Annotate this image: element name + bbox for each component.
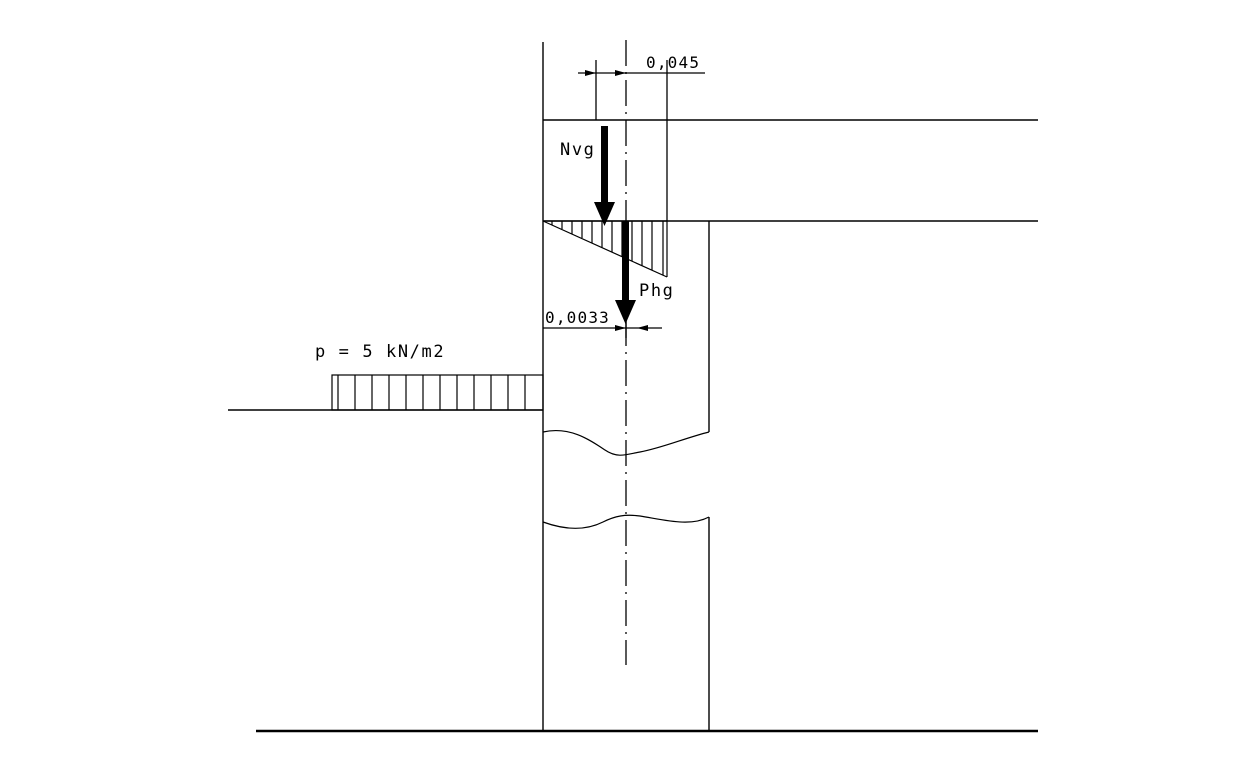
dimension-bottom-arrows	[615, 318, 648, 338]
surcharge-label: p = 5 kN/m2	[315, 342, 445, 362]
dimension-bottom-value: 0,0033	[545, 308, 610, 327]
dimension-top-value: 0,045	[646, 53, 700, 72]
phg-label: Phg	[639, 281, 675, 301]
phg-load-arrow	[615, 221, 636, 324]
dimension-top-arrows	[585, 70, 626, 76]
uniform-load-box	[331, 374, 544, 411]
triangular-load-diagram	[542, 220, 668, 278]
break-symbol-lower	[542, 514, 710, 529]
tri-load-slope	[542, 220, 668, 278]
uniform-load-diagram	[331, 374, 544, 411]
nvg-label: Nvg	[560, 140, 596, 160]
structure-outline	[542, 42, 1038, 731]
dimension-top-group	[578, 60, 705, 221]
break-symbol-upper	[542, 430, 710, 456]
nvg-load-arrow	[594, 126, 615, 226]
